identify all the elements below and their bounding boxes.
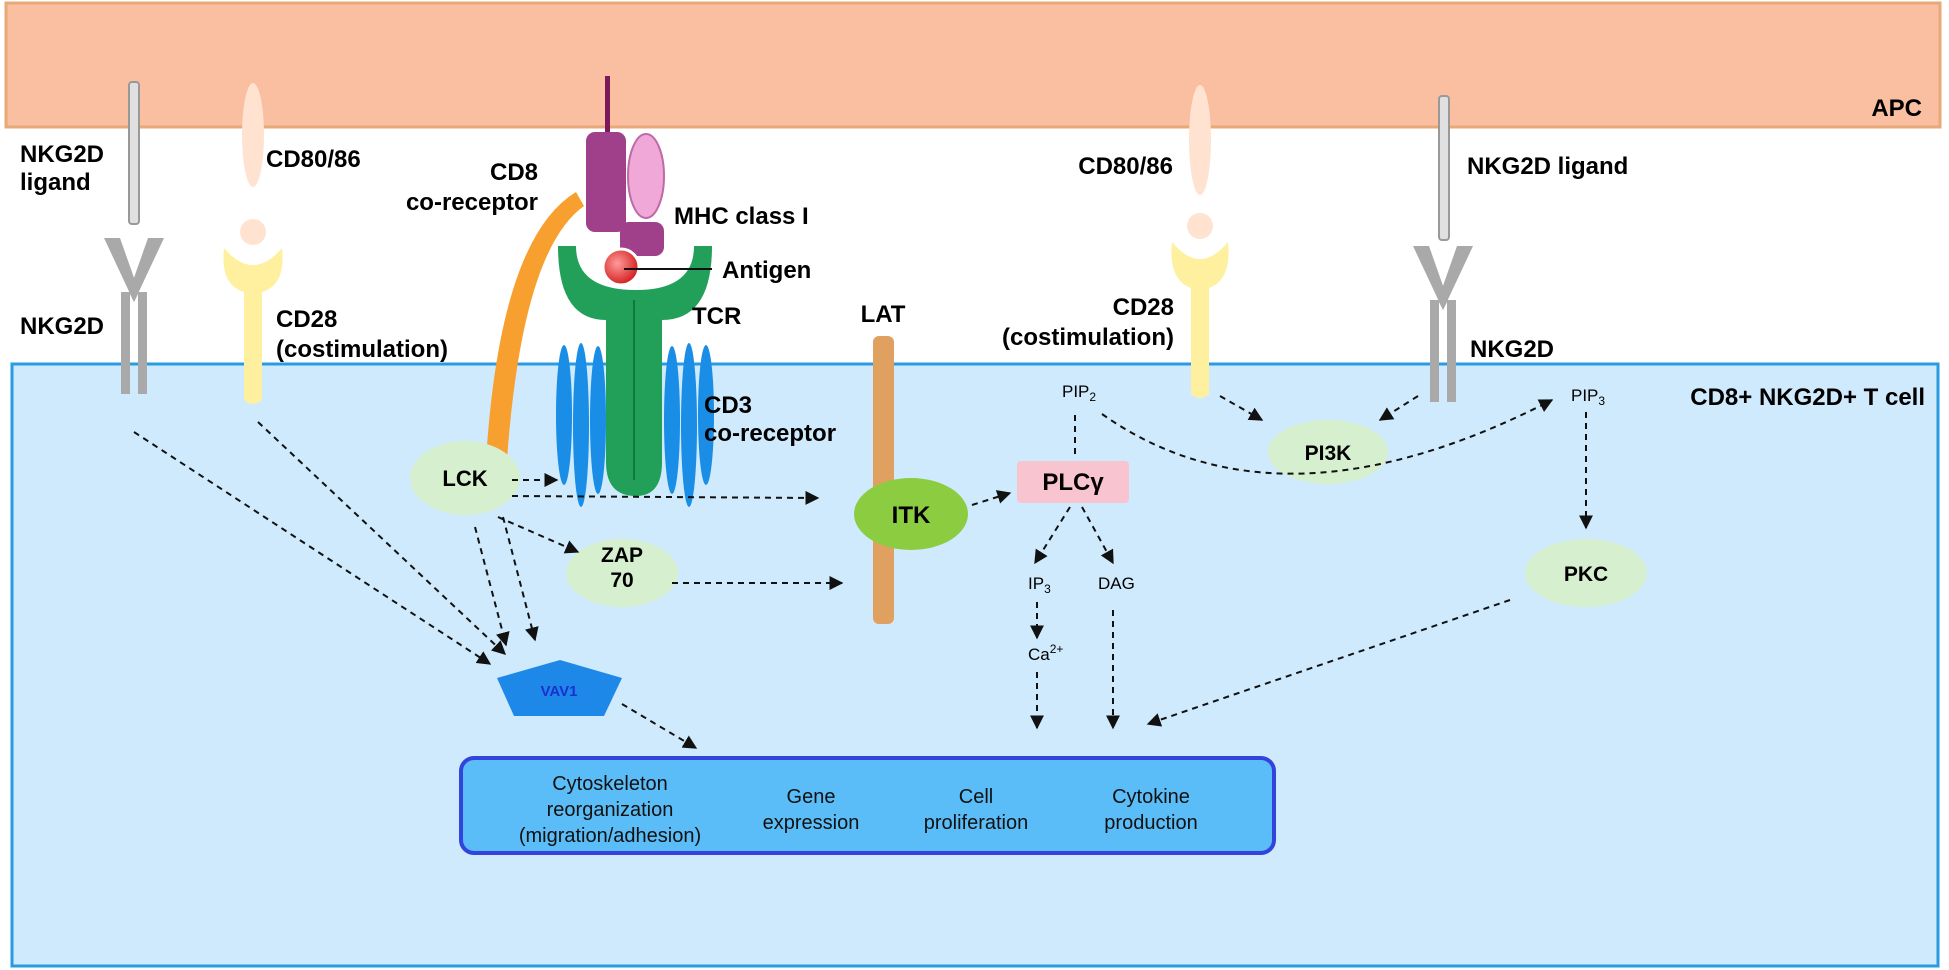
zap70-label-2: 70 <box>610 569 633 592</box>
arrow-lck-to-zap70 <box>497 516 580 554</box>
arrow-cd28-to-pi3k <box>1219 395 1264 421</box>
arrow-lck-to-vav1-a <box>474 526 510 647</box>
cd8-label-2: co-receptor <box>406 189 538 216</box>
outcome-cell-1: Cell <box>959 786 993 808</box>
cd8-label: CD8 <box>490 159 538 186</box>
vav1-label: VAV1 <box>541 683 578 700</box>
outcome-cytoskeleton-1: Cytoskeleton <box>552 773 668 795</box>
arrow-vav1-to-outcome <box>621 703 698 749</box>
arrow-lck-to-lat <box>511 490 820 505</box>
lat-label: LAT <box>861 301 906 328</box>
t-cell-label: CD8+ NKG2D+ T cell <box>1690 384 1925 411</box>
nkg2d-left-label: NKG2D <box>20 313 104 340</box>
cd80-left-label: CD80/86 <box>266 146 361 173</box>
cd3-label-2: co-receptor <box>704 420 836 447</box>
nkg2d-ligand-left-label-2: ligand <box>20 169 91 196</box>
outcome-cell-2: proliferation <box>924 812 1029 834</box>
arrow-nkg2d-to-pi3k <box>1378 395 1419 421</box>
cd80-left-icon <box>240 83 266 245</box>
cd28-left-label: CD28 <box>276 306 337 333</box>
pi3k-label: PI3K <box>1305 442 1352 465</box>
cd28-left-icon <box>223 248 283 404</box>
mhc-label: MHC class I <box>674 203 809 230</box>
cd28-right-icon <box>1171 242 1229 398</box>
ca-label: Ca2+ <box>1028 642 1063 664</box>
apc-label: APC <box>1871 95 1922 122</box>
nkg2d-receptor-left-icon <box>104 238 164 394</box>
lck-label: LCK <box>442 466 487 491</box>
dag-label: DAG <box>1098 574 1135 593</box>
arrow-nkg2d-to-vav1 <box>133 431 492 665</box>
antigen-label: Antigen <box>722 257 811 284</box>
vav1-node <box>497 660 622 716</box>
outcome-cytoskeleton-2: reorganization <box>547 799 674 821</box>
pkc-label: PKC <box>1564 563 1608 586</box>
outcome-cytokine-1: Cytokine <box>1112 786 1190 808</box>
nkg2d-ligand-right-icon <box>1438 95 1450 241</box>
itk-node <box>854 478 968 550</box>
zap70-node <box>566 539 678 607</box>
outcome-gene-2: expression <box>763 812 860 834</box>
nkg2d-ligand-left-icon <box>128 81 140 225</box>
apc-membrane <box>4 1 1942 129</box>
arrow-itk-to-plcg <box>971 490 1012 506</box>
outcome-cytoskeleton-3: (migration/adhesion) <box>519 825 701 847</box>
cd8-coreceptor-icon <box>486 192 584 460</box>
cd28-left-label-2: (costimulation) <box>276 336 448 363</box>
antigen-icon <box>601 247 641 287</box>
signal-arrows <box>133 395 1593 749</box>
cd3-label: CD3 <box>704 392 752 419</box>
outcome-gene-1: Gene <box>787 786 836 808</box>
cd28-right-label-2: (costimulation) <box>1002 324 1174 351</box>
plcg-label: PLCγ <box>1042 469 1104 496</box>
outcome-cytokine-2: production <box>1104 812 1197 834</box>
plcg-node <box>1017 461 1129 503</box>
pip2-label: PIP2 <box>1062 382 1096 404</box>
arrow-pip2-to-pip3 <box>1101 399 1554 475</box>
itk-label: ITK <box>892 502 931 529</box>
nkg2d-ligand-right-label: NKG2D ligand <box>1467 153 1628 180</box>
outcome-box <box>459 756 1276 855</box>
nkg2d-receptor-right-icon <box>1413 246 1473 402</box>
cd80-right-icon <box>1187 85 1213 239</box>
cd3-coreceptor-icon <box>556 343 714 507</box>
nkg2d-right-label: NKG2D <box>1470 336 1554 363</box>
outcome-texts: Cytoskeleton reorganization (migration/a… <box>519 773 1198 847</box>
cd28-right-label: CD28 <box>1113 294 1174 321</box>
arrow-cd28-to-vav1 <box>257 421 507 655</box>
t-cell-body <box>10 362 1940 968</box>
tcr-label: TCR <box>692 303 741 330</box>
cd80-right-label: CD80/86 <box>1078 153 1173 180</box>
zap70-label: ZAP <box>601 544 643 567</box>
arrow-pkc-to-outcome <box>1146 599 1511 727</box>
arrow-plcg-to-ip3 <box>1034 506 1071 565</box>
ip3-label: IP3 <box>1028 574 1051 596</box>
mhc-class-i-icon <box>586 132 665 256</box>
nkg2d-ligand-left-label: NKG2D <box>20 141 104 168</box>
pip3-label: PIP3 <box>1571 386 1605 408</box>
mhc-stalk <box>605 76 610 136</box>
lat-icon <box>873 336 894 624</box>
lck-node <box>410 441 520 515</box>
pkc-node <box>1525 539 1647 607</box>
